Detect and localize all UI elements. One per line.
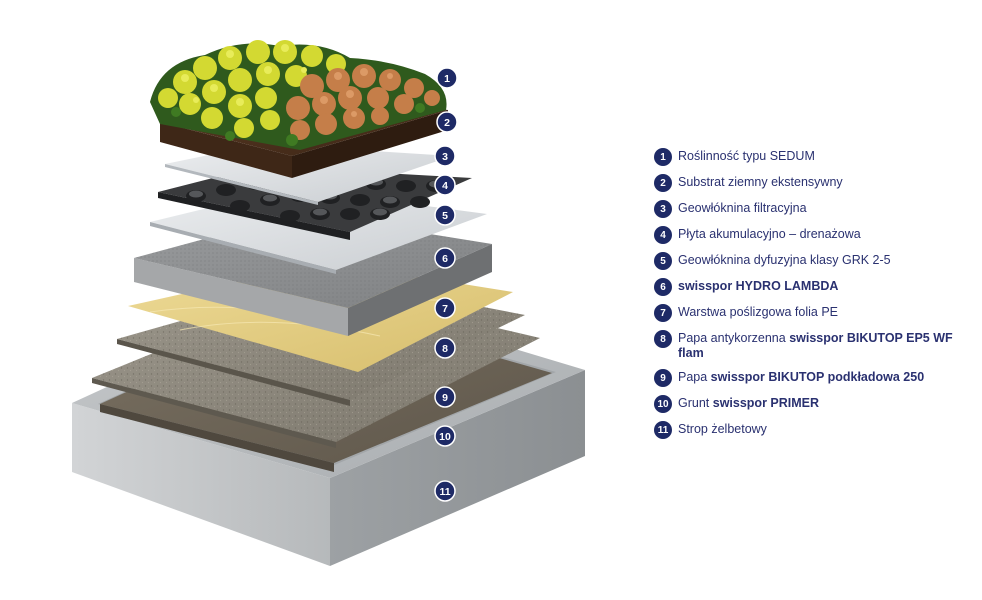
badge-4: 4 <box>434 174 456 196</box>
green-roof-layers-illustration: 1 2 3 4 5 6 7 8 9 10 11 <box>72 40 585 566</box>
legend-item-3: 3 Geowłóknina filtracyjna <box>654 200 974 218</box>
layer-1-sedum <box>150 40 447 150</box>
legend-badge-6: 6 <box>654 278 672 296</box>
legend-label-1: Roślinność typu SEDUM <box>678 148 815 164</box>
legend-item-10: 10 Grunt swisspor PRIMER <box>654 395 974 413</box>
legend-label-4: Płyta akumulacyjno – drenażowa <box>678 226 861 242</box>
legend-item-7: 7 Warstwa poślizgowa folia PE <box>654 304 974 322</box>
legend-badge-5: 5 <box>654 252 672 270</box>
legend-label-3: Geowłóknina filtracyjna <box>678 200 807 216</box>
legend-badge-11: 11 <box>654 421 672 439</box>
legend-label-part: swisspor HYDRO LAMBDA <box>678 279 839 293</box>
legend-label-part: swisspor BIKUTOP podkładowa 250 <box>710 370 925 384</box>
legend-label-part: Grunt <box>678 396 713 410</box>
legend-item-11: 11 Strop żelbetowy <box>654 421 974 439</box>
legend-label-part: Geowłóknina filtracyjna <box>678 201 807 215</box>
legend-item-9: 9 Papa swisspor BIKUTOP podkładowa 250 <box>654 369 974 387</box>
legend-label-part: Substrat ziemny ekstensywny <box>678 175 843 189</box>
badge-7: 7 <box>434 297 456 319</box>
legend-badge-7: 7 <box>654 304 672 322</box>
legend-label-part: Papa <box>678 370 711 384</box>
svg-text:11: 11 <box>439 486 450 498</box>
badge-11: 11 <box>434 480 456 502</box>
badge-1: 1 <box>436 67 458 89</box>
svg-text:9: 9 <box>442 392 448 404</box>
legend-label-part: Geowłóknina dyfuzyjna klasy GRK 2-5 <box>678 253 891 267</box>
badge-2: 2 <box>436 111 458 133</box>
legend-label-part: Roślinność typu SEDUM <box>678 149 815 163</box>
svg-text:3: 3 <box>442 151 448 163</box>
badge-9: 9 <box>434 386 456 408</box>
badge-6: 6 <box>434 247 456 269</box>
legend-label-11: Strop żelbetowy <box>678 421 767 437</box>
svg-text:5: 5 <box>442 210 448 222</box>
legend-item-8: 8 Papa antykorzenna swisspor BIKUTOP EP5 … <box>654 330 974 361</box>
badge-3: 3 <box>434 145 456 167</box>
svg-text:6: 6 <box>442 253 448 265</box>
legend-item-6: 6 swisspor HYDRO LAMBDA <box>654 278 974 296</box>
legend-badge-9: 9 <box>654 369 672 387</box>
legend-label-10: Grunt swisspor PRIMER <box>678 395 819 411</box>
svg-text:7: 7 <box>442 303 448 315</box>
legend-badge-2: 2 <box>654 174 672 192</box>
legend-label-7: Warstwa poślizgowa folia PE <box>678 304 838 320</box>
legend-badge-3: 3 <box>654 200 672 218</box>
legend-badge-10: 10 <box>654 395 672 413</box>
legend-label-8: Papa antykorzenna swisspor BIKUTOP EP5 W… <box>678 330 974 361</box>
legend-label-5: Geowłóknina dyfuzyjna klasy GRK 2-5 <box>678 252 891 268</box>
layer-legend: 1 Roślinność typu SEDUM 2 Substrat ziemny e… <box>654 148 974 447</box>
svg-text:4: 4 <box>442 180 448 192</box>
badge-5: 5 <box>434 204 456 226</box>
svg-text:2: 2 <box>444 117 450 129</box>
legend-item-1: 1 Roślinność typu SEDUM <box>654 148 974 166</box>
legend-badge-8: 8 <box>654 330 672 348</box>
legend-badge-1: 1 <box>654 148 672 166</box>
legend-badge-4: 4 <box>654 226 672 244</box>
legend-item-4: 4 Płyta akumulacyjno – drenażowa <box>654 226 974 244</box>
legend-item-2: 2 Substrat ziemny ekstensywny <box>654 174 974 192</box>
legend-item-5: 5 Geowłóknina dyfuzyjna klasy GRK 2-5 <box>654 252 974 270</box>
legend-label-part: Płyta akumulacyjno – drenażowa <box>678 227 861 241</box>
badge-8: 8 <box>434 337 456 359</box>
legend-label-part: Strop żelbetowy <box>678 422 767 436</box>
legend-label-6: swisspor HYDRO LAMBDA <box>678 278 838 294</box>
legend-label-part: Papa antykorzenna <box>678 331 790 345</box>
legend-label-part: Warstwa poślizgowa folia PE <box>678 305 839 319</box>
legend-label-2: Substrat ziemny ekstensywny <box>678 174 843 190</box>
svg-text:10: 10 <box>439 431 451 443</box>
legend-label-9: Papa swisspor BIKUTOP podkładowa 250 <box>678 369 924 385</box>
badge-10: 10 <box>434 425 456 447</box>
legend-label-part: swisspor PRIMER <box>712 396 820 410</box>
svg-text:8: 8 <box>442 343 448 355</box>
legend-label-part: swisspor BIKUTOP EP5 WF flam <box>678 331 953 360</box>
svg-text:1: 1 <box>444 73 450 85</box>
